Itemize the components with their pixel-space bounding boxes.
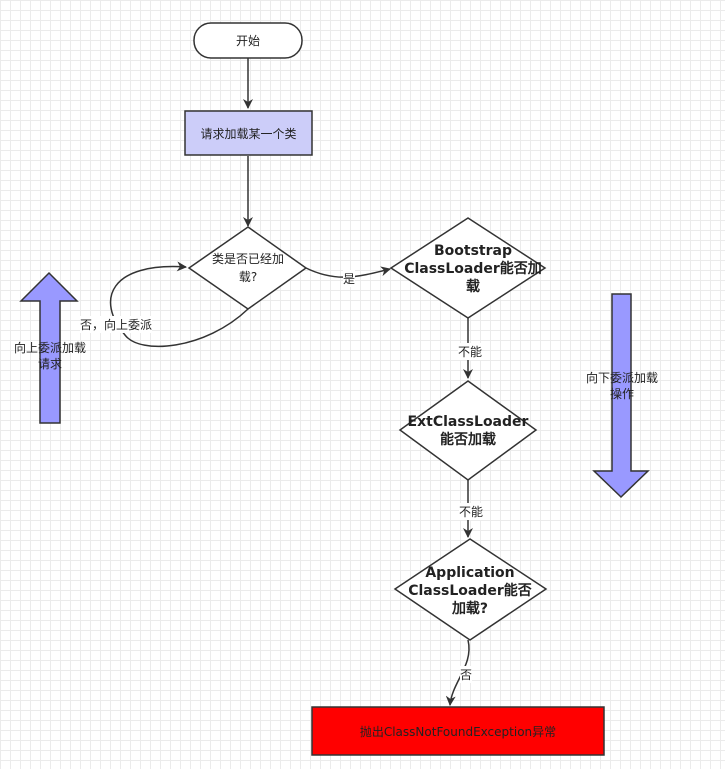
ext-node	[398, 380, 538, 481]
bootstrap-label: Bootstrap ClassLoader能否加载	[404, 243, 542, 295]
exception-label: 抛出ClassNotFoundException异常	[359, 724, 557, 739]
edge-label-ext-cannot: 不能	[459, 503, 484, 520]
start-label: 开始	[235, 34, 260, 48]
start-node	[193, 22, 303, 59]
bootstrap-node	[389, 217, 547, 319]
edge-label-bootstrap-cannot: 不能	[458, 343, 483, 360]
exception-node	[311, 706, 605, 756]
ext-label: ExtClassLoader能否加载	[407, 414, 529, 448]
edge-label-no-delegate-up: 否，向上委派	[80, 316, 153, 333]
loaded-check-label: 类是否已经加载?	[211, 252, 284, 284]
down-delegation-arrow	[592, 293, 650, 499]
application-node	[393, 538, 548, 641]
edge-check-loop	[109, 261, 249, 348]
up-delegation-label: 向上委派加载请求	[14, 341, 87, 371]
loaded-check-node	[187, 226, 308, 310]
request-node	[184, 110, 313, 156]
application-label: Application ClassLoader能否加载?	[408, 565, 532, 617]
edge-label-yes: 是	[343, 270, 356, 287]
down-delegation-label: 向下委派加载操作	[586, 371, 659, 401]
up-delegation-arrow	[19, 271, 79, 424]
edge-label-app-no: 否	[460, 666, 473, 683]
request-label: 请求加载某一个类	[200, 126, 297, 141]
